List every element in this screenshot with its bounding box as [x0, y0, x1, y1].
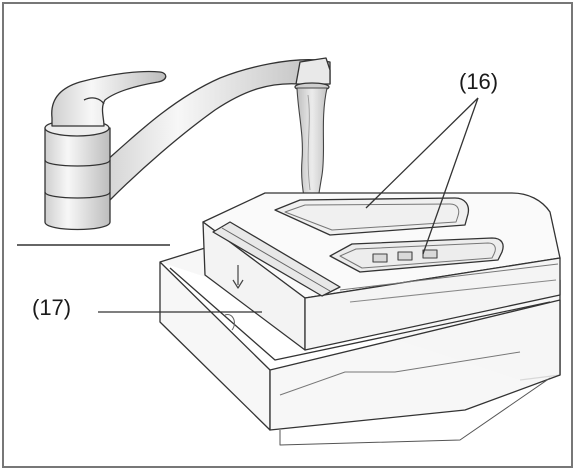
callout-17: (17)	[32, 295, 72, 320]
leader-16-b	[422, 97, 479, 255]
callout-16: (16)	[459, 69, 499, 94]
faucet-icon	[44, 57, 331, 231]
leader-16-a	[365, 97, 479, 209]
leader-lines	[98, 97, 479, 313]
water-tank-icon	[202, 192, 561, 351]
